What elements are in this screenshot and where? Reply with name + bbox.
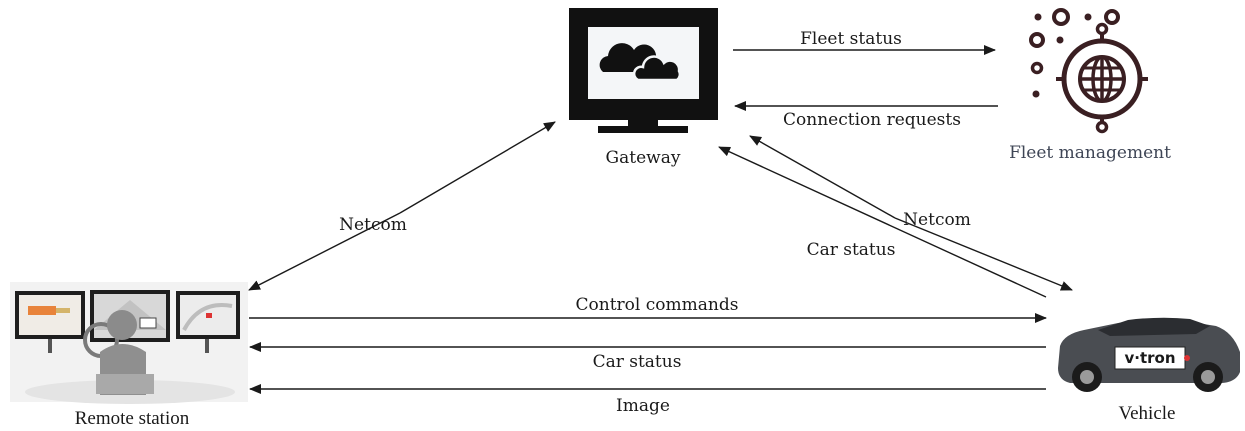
vehicle-label: Vehicle	[1119, 403, 1176, 424]
fleet-management-globe-icon	[1029, 8, 1148, 134]
netcom-right-arrow-up	[749, 135, 896, 219]
gateway-label: Gateway	[606, 148, 681, 168]
image-label: Image	[616, 396, 670, 416]
connection-requests-label: Connection requests	[783, 110, 961, 130]
cloud-icon	[599, 43, 682, 82]
remote-station-illustration	[10, 282, 248, 404]
control-commands-label: Control commands	[576, 295, 739, 315]
vehicle-car-illustration: v·tron	[1058, 317, 1240, 392]
fleet-status-label: Fleet status	[800, 29, 902, 49]
netcom-right-arrow-down	[894, 217, 1073, 291]
vehicle-brand-text: v·tron	[1124, 349, 1175, 367]
netcom-left-arrow-up	[399, 121, 556, 214]
car-status-label: Car status	[593, 352, 682, 372]
gateway-monitor-icon	[569, 8, 718, 133]
remote-station-label: Remote station	[75, 408, 190, 429]
netcom-left-arrow-down	[248, 212, 401, 291]
netcom-right-label: Netcom	[903, 210, 971, 230]
fleet-management-label: Fleet management	[1009, 143, 1171, 163]
car-status-diagonal-arrow	[718, 146, 1047, 298]
netcom-left-label: Netcom	[339, 215, 407, 235]
car-status-diagonal-label: Car status	[807, 240, 896, 260]
